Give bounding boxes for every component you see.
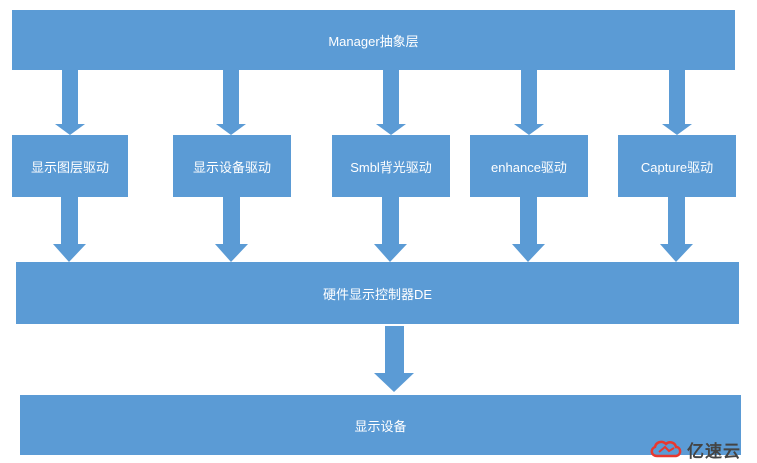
driver-box-display-layer: 显示图层驱动 <box>12 135 128 197</box>
driver-box-capture: Capture驱动 <box>618 135 736 197</box>
driver-label: 显示图层驱动 <box>30 159 109 175</box>
arrow-down <box>660 197 693 262</box>
driver-box-smbl-backlight: Smbl背光驱动 <box>332 135 450 197</box>
arrow-down <box>216 70 246 135</box>
arrow-down <box>374 326 414 392</box>
manager-abstraction-layer: Manager抽象层 <box>12 10 735 70</box>
driver-label: Smbl背光驱动 <box>350 159 432 175</box>
watermark-text: 亿速云 <box>687 441 741 462</box>
manager-abstraction-layer-label: Manager抽象层 <box>328 33 419 49</box>
arrow-down <box>55 70 85 135</box>
hardware-display-controller: 硬件显示控制器DE <box>16 262 739 324</box>
arrow-down <box>662 70 692 135</box>
display-device: 显示设备 <box>20 395 741 455</box>
arrow-down <box>512 197 545 262</box>
arrow-down <box>215 197 248 262</box>
driver-label: 显示设备驱动 <box>192 159 271 175</box>
arrow-down <box>376 70 406 135</box>
arrow-down <box>514 70 544 135</box>
display-device-label: 显示设备 <box>354 418 407 434</box>
hardware-display-controller-label: 硬件显示控制器DE <box>322 286 433 302</box>
watermark-logo: 亿速云 <box>648 436 741 462</box>
driver-label: Capture驱动 <box>640 159 714 175</box>
driver-label: enhance驱动 <box>491 159 567 175</box>
driver-box-display-device: 显示设备驱动 <box>173 135 291 197</box>
arrow-down <box>374 197 407 262</box>
cloud-logo-icon <box>650 440 682 458</box>
driver-box-enhance: enhance驱动 <box>470 135 588 197</box>
arrow-down <box>53 197 86 262</box>
